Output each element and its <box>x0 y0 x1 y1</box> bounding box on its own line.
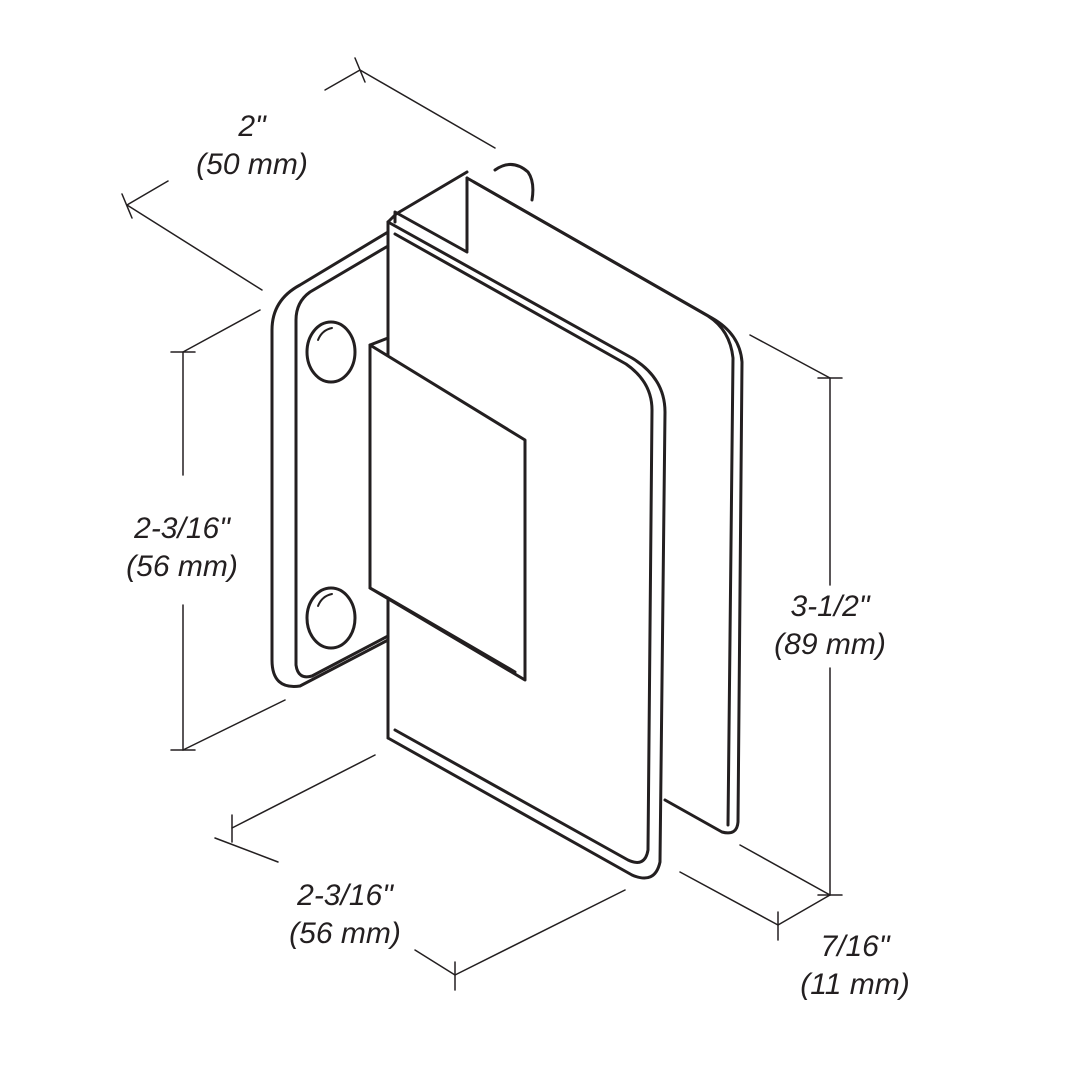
width-metric: (56 mm) <box>289 917 401 950</box>
depth-metric: (50 mm) <box>196 148 308 181</box>
width-dimension-label: 2-3/16" (56 mm) <box>289 877 401 953</box>
width-imperial: 2-3/16" <box>297 879 393 912</box>
height-metric: (89 mm) <box>774 628 886 661</box>
back-glass-plate <box>465 163 744 835</box>
hole-spacing-imperial: 2-3/16" <box>134 512 230 545</box>
front-hinge-plate <box>386 210 667 880</box>
thickness-imperial: 7/16" <box>820 930 890 963</box>
thickness-dimension-label: 7/16" (11 mm) <box>800 928 909 1004</box>
hole-spacing-metric: (56 mm) <box>126 550 238 583</box>
screw-hole-top <box>305 320 357 384</box>
wall-mount-plate <box>270 170 469 688</box>
hinge-knuckle <box>368 220 527 740</box>
depth-imperial: 2" <box>238 110 266 143</box>
depth-dimension-label: 2" (50 mm) <box>196 108 308 184</box>
screw-hole-bottom <box>305 586 357 650</box>
height-imperial: 3-1/2" <box>790 590 870 623</box>
height-dimension-label: 3-1/2" (89 mm) <box>774 588 886 664</box>
hole-spacing-dimension-label: 2-3/16" (56 mm) <box>126 510 238 586</box>
thickness-metric: (11 mm) <box>800 968 910 1001</box>
dimension-lines <box>121 57 843 991</box>
